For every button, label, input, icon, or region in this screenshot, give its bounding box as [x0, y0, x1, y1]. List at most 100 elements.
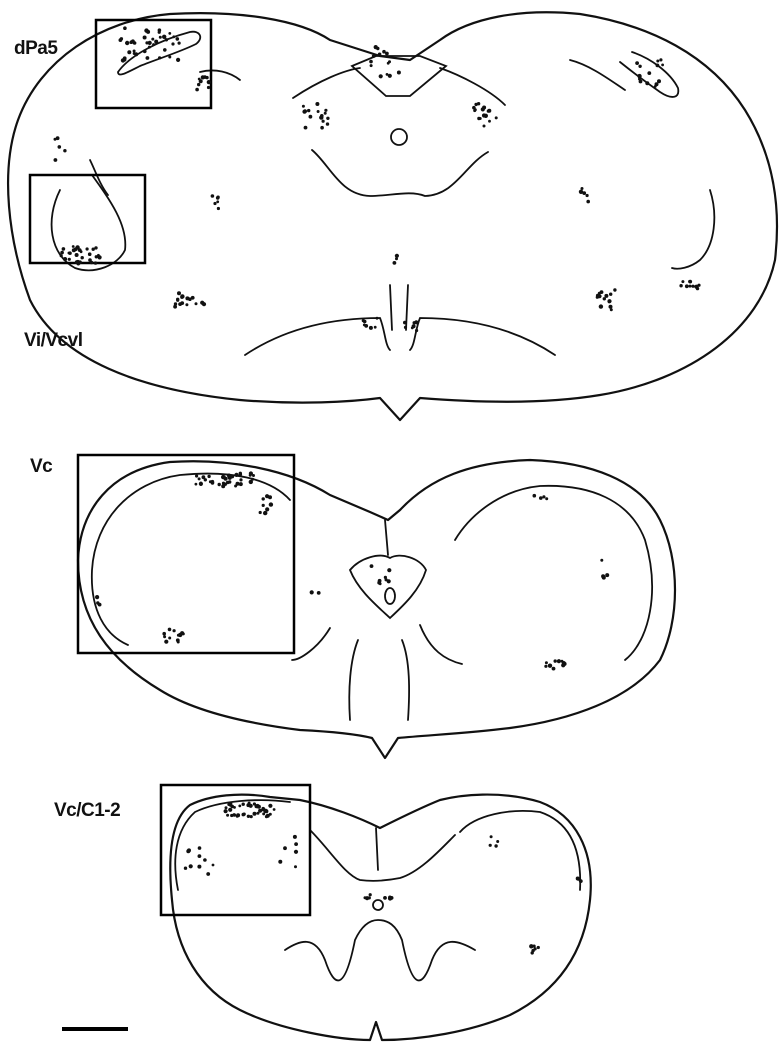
cell-dot: [413, 321, 416, 324]
cell-dot: [596, 294, 600, 298]
cell-dot: [168, 628, 172, 632]
cell-dot: [656, 64, 660, 68]
cell-dot: [600, 559, 603, 562]
cell-dot: [195, 474, 198, 477]
label-vi-vcvl: Vi/Vcvl: [24, 330, 82, 352]
cell-dot: [679, 284, 682, 287]
cell-dot: [496, 840, 499, 843]
cell-dot: [603, 297, 606, 300]
labeled-cell-dots: [54, 26, 701, 954]
cell-dot: [488, 120, 491, 123]
cell-dot: [482, 106, 486, 110]
cell-dot: [554, 659, 557, 662]
cell-dot: [233, 806, 236, 809]
cell-dot: [123, 58, 126, 61]
cell-dot: [236, 813, 240, 817]
cell-dot: [168, 32, 171, 35]
cell-dot: [562, 661, 566, 665]
cell-dot: [387, 568, 391, 572]
cell-dot: [198, 854, 202, 858]
cell-dot: [75, 260, 79, 264]
cell-dot: [125, 41, 129, 45]
cell-dot: [294, 865, 297, 868]
cell-dot: [253, 812, 257, 816]
cell-dot: [309, 115, 313, 119]
cell-dot: [203, 858, 207, 862]
cell-dot: [685, 284, 689, 288]
cell-dot: [72, 245, 75, 248]
cell-dot: [579, 879, 583, 883]
cell-dot: [379, 74, 383, 78]
cell-dot: [189, 864, 193, 868]
cell-dot: [262, 504, 265, 507]
cell-dot: [151, 38, 154, 41]
cell-dot: [255, 804, 259, 808]
cell-dot: [483, 125, 486, 128]
cell-dot: [326, 122, 329, 125]
cell-dot: [198, 78, 201, 81]
cell-dot: [635, 61, 639, 65]
cell-dot: [495, 116, 498, 119]
cell-dot: [234, 473, 238, 477]
cell-dot: [206, 872, 210, 876]
section-vi-vcvl-central-trapezoid: [352, 56, 446, 96]
cell-dot: [201, 75, 205, 79]
cell-dot: [656, 60, 659, 63]
cell-dot: [661, 64, 664, 67]
cell-dot: [224, 809, 228, 813]
cell-dot: [388, 60, 391, 63]
cell-dot: [477, 117, 480, 120]
cell-dot: [223, 476, 226, 479]
cell-dot: [253, 802, 256, 805]
cell-dot: [265, 494, 269, 498]
cell-dot: [184, 867, 187, 870]
label-vc: Vc: [30, 456, 52, 478]
cell-dot: [250, 815, 253, 818]
cell-dot: [247, 815, 250, 818]
cell-dot: [211, 194, 215, 198]
box-vc-c12: [161, 785, 310, 915]
cell-dot: [545, 497, 548, 500]
cell-dot: [645, 81, 649, 85]
cell-dot: [557, 659, 561, 663]
cell-dot: [226, 814, 229, 817]
cell-dot: [369, 326, 373, 330]
cell-dot: [534, 947, 537, 950]
cell-dot: [228, 808, 232, 812]
cell-dot: [222, 482, 225, 485]
cell-dot: [168, 56, 171, 59]
cell-dot: [168, 637, 171, 640]
cell-dot: [600, 290, 604, 294]
cell-dot: [303, 109, 307, 113]
cell-dot: [608, 301, 611, 304]
cell-dot: [173, 629, 176, 632]
cell-dot: [158, 31, 161, 34]
cell-dot: [239, 478, 242, 481]
cell-dot: [146, 30, 150, 34]
cell-dot: [377, 581, 381, 585]
cell-dot: [264, 809, 268, 813]
cell-dot: [320, 126, 324, 130]
cell-dot: [395, 254, 399, 258]
cell-dot: [96, 601, 99, 604]
cell-dot: [324, 109, 327, 112]
cell-dot: [62, 247, 66, 251]
cell-dot: [204, 478, 207, 481]
cell-dot: [320, 114, 324, 118]
cell-dot: [239, 473, 242, 476]
cell-dot: [88, 252, 92, 256]
cell-dot: [322, 120, 325, 123]
label-vc-c12: Vc/C1-2: [54, 800, 120, 822]
box-vc: [78, 455, 294, 653]
cell-dot: [265, 507, 269, 511]
section-vc-central-diamond: [350, 556, 426, 618]
section-vc-c12-outline: [170, 795, 590, 1040]
cell-dot: [539, 496, 543, 500]
cell-dot: [265, 815, 268, 818]
cell-dot: [317, 591, 321, 595]
cell-dot: [681, 280, 684, 283]
cell-dot: [302, 105, 305, 108]
cell-dot: [601, 574, 605, 578]
cell-dot: [544, 665, 547, 668]
